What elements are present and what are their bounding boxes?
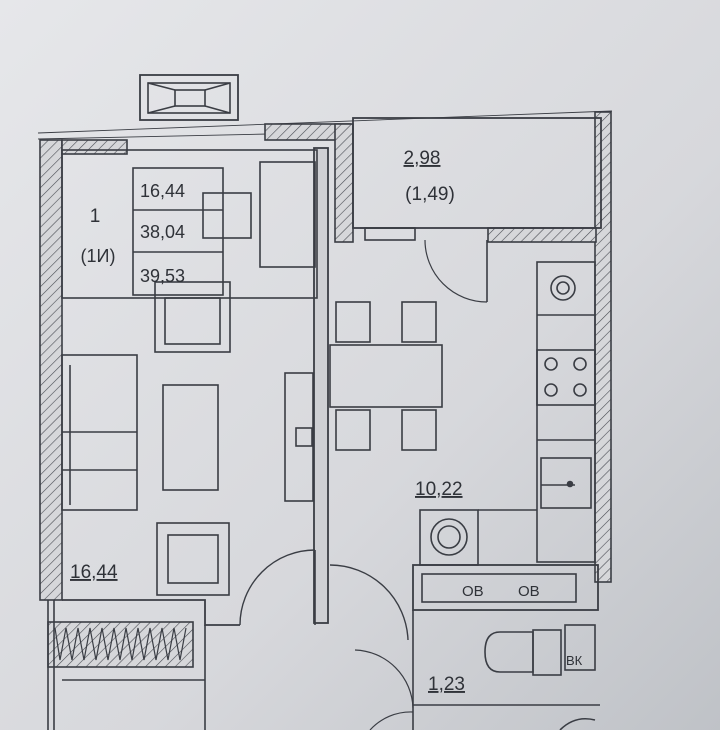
area-legend-box xyxy=(132,167,224,296)
kitchen-counter xyxy=(536,261,596,563)
wall-kitchen-top xyxy=(487,227,597,243)
boiler xyxy=(550,275,576,301)
wall-top-left xyxy=(61,139,128,155)
bathroom-area: 1,23 xyxy=(428,674,465,695)
coffee-table xyxy=(162,384,219,491)
stove xyxy=(536,349,596,406)
water-meter-label: ВК xyxy=(566,653,583,668)
armchair-top xyxy=(202,192,252,239)
labels: 1 (1И) 16,44 38,04 39,53 2,98 (1,49) 16,… xyxy=(70,148,583,695)
window-bay xyxy=(139,74,239,121)
armchair-lower xyxy=(156,522,230,596)
vent-label-right: ОВ xyxy=(518,583,540,600)
chair xyxy=(401,301,437,343)
tv-cabinet xyxy=(284,372,314,502)
wall-left xyxy=(39,139,63,601)
vent-shaft xyxy=(412,564,599,611)
kitchen-area: 10,22 xyxy=(415,479,463,500)
vent-label-left: ОВ xyxy=(462,583,484,600)
water-meter-box xyxy=(564,624,596,671)
wall-right xyxy=(594,111,612,583)
total-area-with-balcony-value: 39,53 xyxy=(140,266,185,286)
total-area-value: 38,04 xyxy=(140,222,185,242)
balcony-area: 2,98 xyxy=(404,148,441,169)
apartment-type: (1И) xyxy=(81,246,116,266)
wall-balcony-left xyxy=(334,123,354,243)
chair xyxy=(335,301,371,343)
living-room-area: 16,44 xyxy=(70,562,118,583)
chair xyxy=(401,409,437,451)
room-count: 1 xyxy=(90,206,101,227)
armchair-upper xyxy=(154,281,231,353)
living-area-value: 16,44 xyxy=(140,181,185,201)
chair xyxy=(335,409,371,451)
dining-table xyxy=(329,344,443,408)
plan-linework xyxy=(37,74,613,730)
balcony-reduced-area: (1,49) xyxy=(405,184,455,205)
toilet xyxy=(484,631,534,673)
sink xyxy=(540,457,592,509)
